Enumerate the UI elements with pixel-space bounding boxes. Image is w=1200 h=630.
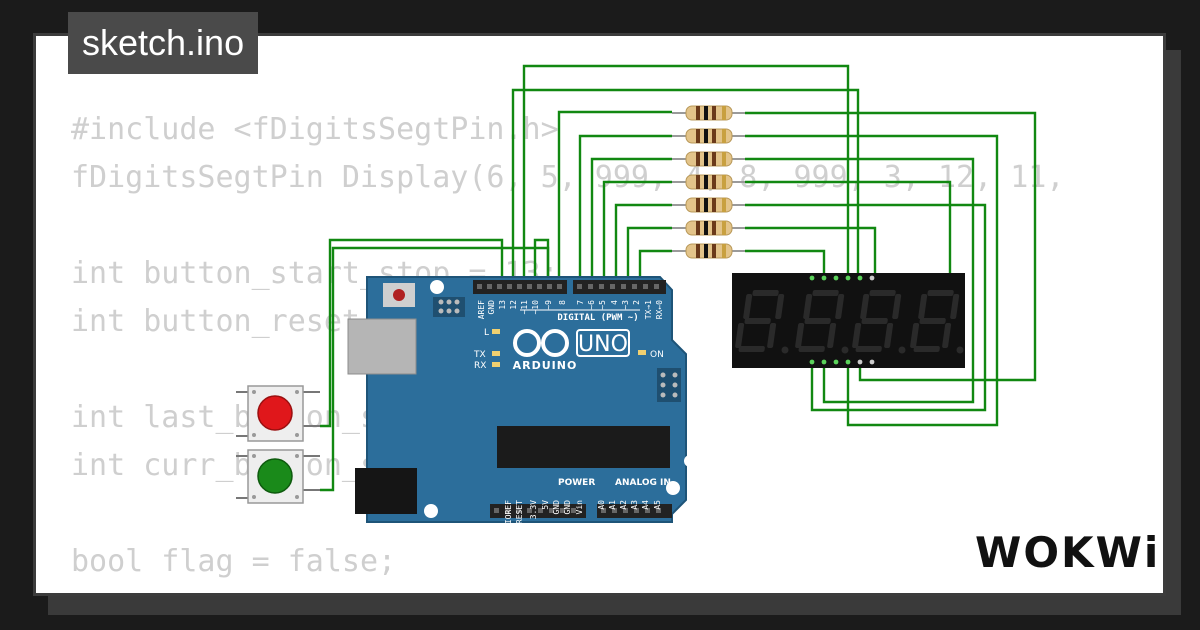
- wire: [557, 110, 672, 281]
- pushbutton-green[interactable]: [236, 449, 320, 504]
- pushbutton-red[interactable]: [236, 385, 320, 442]
- pin-label: 5V: [541, 500, 550, 510]
- pin-label: ~5: [598, 300, 607, 310]
- pin-label: ~9: [544, 300, 553, 310]
- arduino-logo-icon: [513, 329, 569, 357]
- led-rx-label: RX: [474, 361, 486, 371]
- wire: [320, 238, 504, 428]
- analog-label: ANALOG IN: [615, 478, 671, 488]
- led-tx-label: TX: [473, 350, 486, 360]
- pin-label: GND: [563, 500, 572, 515]
- pin-label: ~11: [520, 300, 529, 315]
- wire: [578, 134, 672, 281]
- pin-label: 7: [576, 300, 585, 305]
- wokwi-logo: WOKWi: [975, 528, 1161, 577]
- pin-label: A1: [608, 500, 617, 510]
- digital-label: DIGITAL (PWM ~): [557, 313, 638, 323]
- board-model-label: UNO: [578, 332, 628, 357]
- wires: [320, 64, 1037, 492]
- arduino-uno-board: UNO ARDUINO DIGITAL (PWM ~) L TX RX ON P…: [347, 276, 696, 524]
- pin-label: 4: [610, 300, 619, 305]
- led-l-label: L: [484, 328, 489, 338]
- pin-label: Vin: [575, 500, 584, 515]
- pin-label: A5: [653, 500, 662, 510]
- wire: [522, 64, 850, 281]
- wire: [745, 134, 999, 427]
- pin-label: ~10: [531, 300, 540, 315]
- pin-label: IOREF: [504, 500, 513, 524]
- pin-label: 13: [498, 300, 507, 310]
- pin-label: RX←0: [655, 300, 664, 319]
- wire: [320, 246, 550, 492]
- wire: [745, 111, 1037, 382]
- code-line: fDigitsSegtPin Display(6, 5, 999, 4, 8, …: [71, 160, 1065, 195]
- digit: [735, 290, 789, 354]
- pin-label: A0: [597, 500, 606, 510]
- green-button-cap[interactable]: [257, 458, 293, 494]
- pin-label: GND: [552, 500, 561, 515]
- header-top-right: [573, 280, 666, 294]
- pin-label: 3.3V: [529, 500, 538, 519]
- resistor-array: [672, 105, 745, 259]
- pin-label: 12: [509, 300, 518, 310]
- wire: [626, 226, 672, 281]
- file-name-badge: sketch.ino: [68, 12, 259, 74]
- wire: [745, 226, 877, 277]
- usb-connector: [347, 318, 417, 375]
- code-line: #include <fDigitsSegtPin.h>: [71, 112, 559, 147]
- pin-label: 8: [558, 300, 567, 305]
- red-button-cap[interactable]: [257, 395, 293, 431]
- pin-label: ~6: [587, 300, 596, 310]
- wire: [590, 157, 672, 281]
- on-label: ON: [650, 350, 664, 360]
- wire: [745, 157, 975, 404]
- pin-label: AREF: [477, 300, 486, 319]
- wire: [602, 180, 672, 281]
- pin-label: A3: [630, 500, 639, 510]
- wire: [745, 203, 987, 412]
- pin-label: TX→1: [644, 300, 653, 319]
- atmega-chip: [497, 426, 670, 468]
- pin-label: ~3: [621, 300, 630, 310]
- pin-label: A4: [641, 500, 650, 510]
- wire: [533, 238, 550, 281]
- digit: [852, 290, 906, 354]
- code-line: bool flag = false;: [71, 544, 397, 579]
- power-label: POWER: [558, 478, 595, 488]
- wire: [614, 203, 672, 281]
- digit: [910, 290, 964, 354]
- pin-label: A2: [619, 500, 628, 510]
- pin-label: GND: [487, 300, 496, 315]
- wire: [745, 249, 826, 277]
- seven-segment-display: [732, 273, 965, 368]
- pin-label: 2: [632, 300, 641, 305]
- board-brand-label: ARDUINO: [513, 359, 578, 372]
- wire: [638, 249, 672, 281]
- power-jack: [355, 468, 417, 514]
- digit: [795, 290, 849, 354]
- pin-label: RESET: [515, 500, 524, 524]
- wire: [511, 88, 860, 281]
